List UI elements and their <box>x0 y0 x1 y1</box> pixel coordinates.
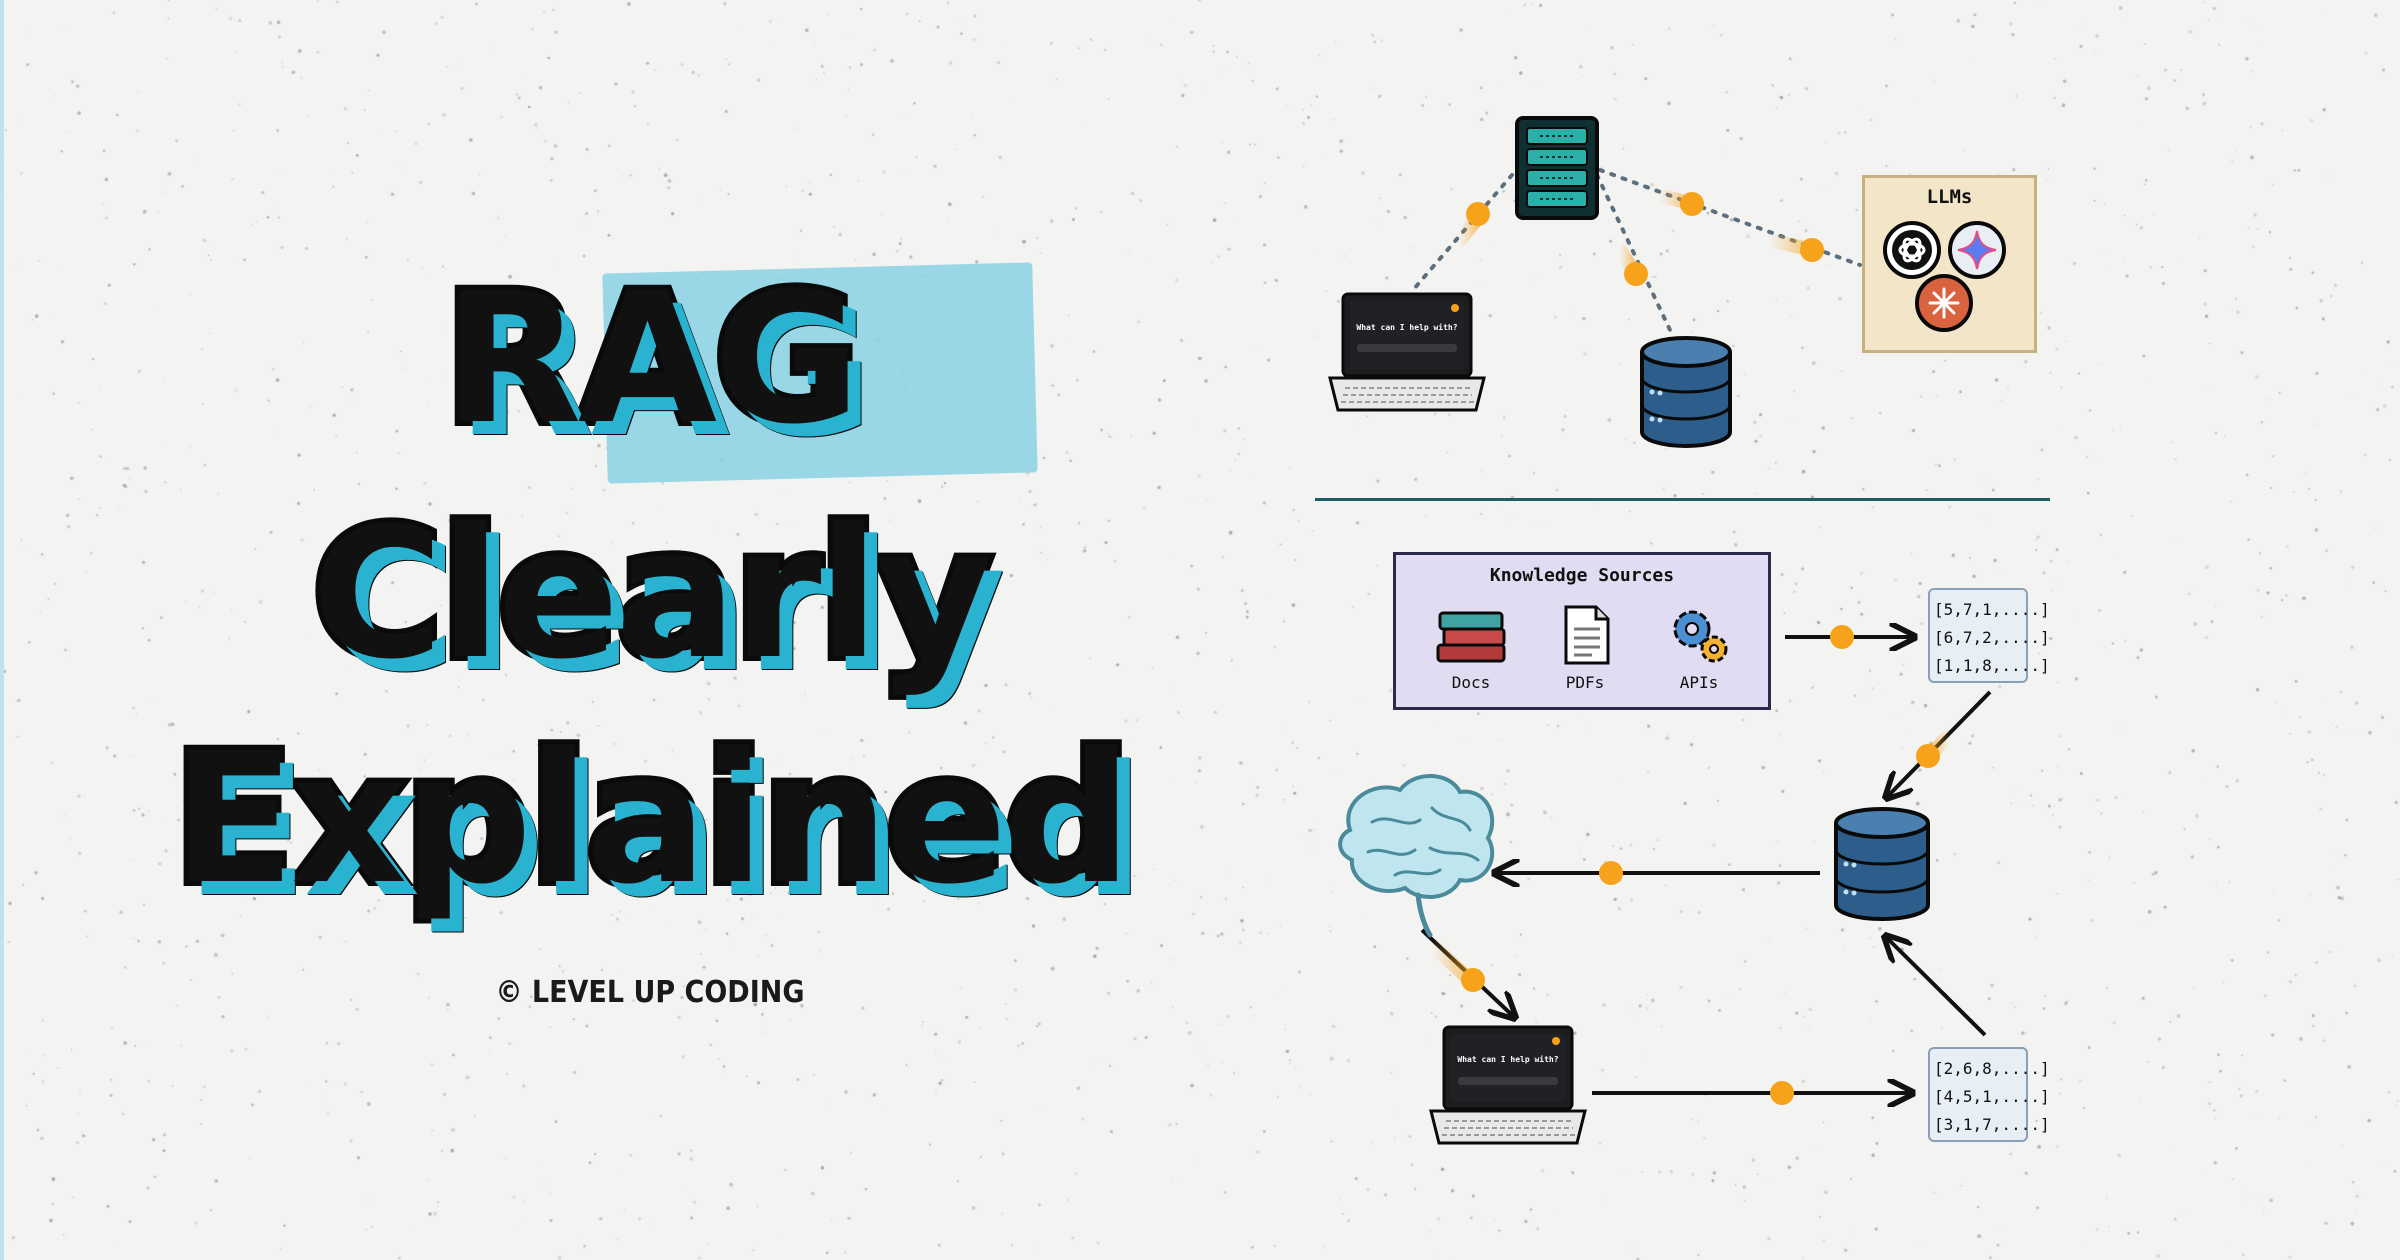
vector-database-icon <box>1834 807 1930 921</box>
arrow-query-to-database <box>1887 938 1987 1037</box>
laptop-top-prompt: What can I help with? <box>1356 322 1457 332</box>
source-vector-row: [5,7,1,....] <box>1934 600 2050 619</box>
llms-box: LLMs <box>1862 175 2037 353</box>
source-pdfs: PDFs <box>1530 593 1640 692</box>
claude-logo-icon <box>1915 274 1973 332</box>
section-divider <box>1315 498 2050 501</box>
source-docs: Docs <box>1416 593 1526 692</box>
source-docs-label: Docs <box>1451 673 1491 692</box>
title-line-1: RAG <box>438 255 866 464</box>
server-rack-icon <box>1515 116 1599 220</box>
title-line-3: Explained <box>167 715 1137 924</box>
knowledge-sources-box: Knowledge Sources Docs PDFs <box>1393 552 1771 710</box>
brain-icon <box>1338 774 1495 938</box>
query-vector-row: [3,1,7,....] <box>1934 1115 2050 1134</box>
openai-logo-icon <box>1883 221 1941 279</box>
signal-dot <box>1800 238 1824 262</box>
laptop-bottom-prompt: What can I help with? <box>1457 1054 1558 1064</box>
credit-text: © LEVEL UP CODING <box>495 975 805 1010</box>
database-icon-top <box>1640 336 1732 448</box>
pdf-document-icon <box>1564 605 1610 665</box>
title-line-2: Clearly <box>306 490 997 699</box>
signal-dot <box>1680 192 1704 216</box>
signal-dot <box>1466 202 1490 226</box>
bottom-signal-dots <box>1425 625 1957 1105</box>
top-signal-dots <box>1453 188 1824 286</box>
books-icon <box>1436 611 1506 663</box>
source-vector-row: [1,1,8,....] <box>1934 656 2050 675</box>
source-pdfs-label: PDFs <box>1565 673 1605 692</box>
llm-logos <box>1883 221 2006 332</box>
source-embedding-vectors: [5,7,1,....] [6,7,2,....] [1,1,8,....] <box>1928 588 2050 683</box>
connector-server-database <box>1595 173 1672 332</box>
signal-dot <box>1624 262 1648 286</box>
left-edge-accent <box>0 0 4 1260</box>
laptop-icon-bottom <box>1429 1025 1587 1145</box>
gemini-logo-icon <box>1948 221 2006 279</box>
gears-icon <box>1673 610 1728 663</box>
laptop-icon-top <box>1328 292 1486 412</box>
llms-box-title: LLMs <box>1926 186 1973 208</box>
source-vector-row: [6,7,2,....] <box>1934 628 2050 647</box>
query-vector-row: [4,5,1,....] <box>1934 1087 2050 1106</box>
source-apis-label: APIs <box>1679 673 1719 692</box>
source-apis: APIs <box>1644 593 1754 692</box>
query-vector-row: [2,6,8,....] <box>1934 1059 2050 1078</box>
query-embedding-vectors: [2,6,8,....] [4,5,1,....] [3,1,7,....] <box>1928 1047 2050 1142</box>
knowledge-sources-title: Knowledge Sources <box>1489 565 1675 586</box>
title-block: RAG Clearly Explained © LEVEL UP CODING <box>167 255 1137 1010</box>
